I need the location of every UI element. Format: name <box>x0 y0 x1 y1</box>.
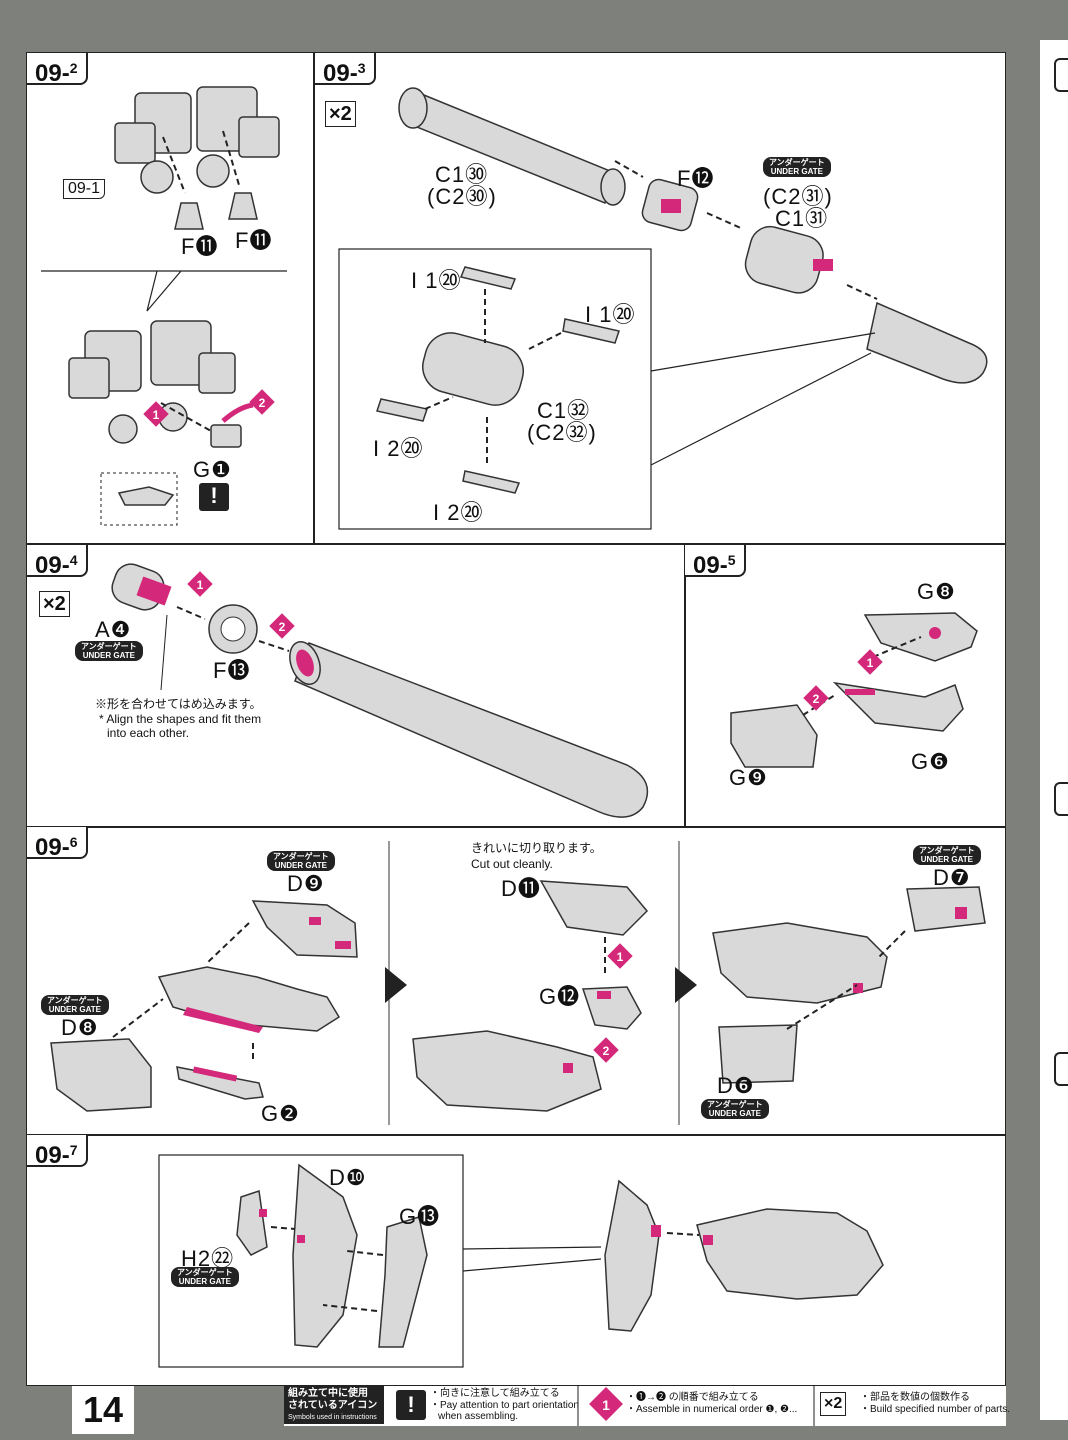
step-09-6-illustration: 1 2 <box>50 841 986 1125</box>
step-number: 09-2 <box>27 53 88 87</box>
part-label: G⓬ <box>539 984 581 1009</box>
step-09-5-panel: 09-5 1 2 G❽ G❻ G❾ <box>684 544 1006 828</box>
part-label: D❾ <box>287 871 325 896</box>
step-number: 09-5 <box>685 545 746 579</box>
part-label: H2㉒ <box>181 1246 235 1271</box>
multiply-icon: ×2 <box>325 101 356 127</box>
part-label: D⓫ <box>501 876 541 901</box>
note-en: into each other. <box>107 726 190 740</box>
svg-text:1: 1 <box>602 1397 610 1413</box>
step-09-3-illustration <box>338 87 988 530</box>
next-stage-arrow <box>675 967 697 1003</box>
part-label: D❽ <box>61 1015 99 1040</box>
part-label: C1㉚ <box>435 162 489 187</box>
step-number: 09-6 <box>27 827 88 861</box>
part-label: (C2㉚) <box>427 184 497 209</box>
part-label: F⓫ <box>181 234 219 259</box>
instruction-sheet <box>26 52 1006 1386</box>
step-09-6-panel: 09-6 1 <box>26 826 1006 1136</box>
caution-icon: ! <box>396 1390 426 1420</box>
part-label: G⓭ <box>399 1204 441 1229</box>
step-09-7-illustration <box>158 1154 884 1368</box>
legend-order-jp: ・❶→❷ の順番で組み立てる <box>626 1392 759 1403</box>
step-number: 09-7 <box>27 1135 88 1169</box>
legend-orient-en: ・Pay attention to part orientation <box>430 1400 579 1411</box>
part-label: D❻ <box>717 1073 755 1098</box>
part-label: G❶ <box>193 457 232 482</box>
part-label: F⓭ <box>213 658 251 683</box>
legend-mult-en: ・Build specified number of parts. <box>860 1404 1011 1415</box>
part-label: G❽ <box>917 579 956 604</box>
part-label: G❻ <box>911 749 950 774</box>
order-mark-1: 1 <box>867 656 874 670</box>
caution-icon: ! <box>199 483 229 511</box>
adjacent-page-strip <box>1040 40 1068 1420</box>
adjacent-step-tab <box>1054 782 1068 816</box>
part-label: (C2㉜) <box>527 420 597 445</box>
part-label: G❷ <box>261 1101 300 1126</box>
part-label: G❾ <box>729 765 768 790</box>
part-label: I 1⑳ <box>585 302 636 327</box>
part-label: (C2㉛) <box>763 184 833 209</box>
multiply-icon: ×2 <box>820 1392 847 1416</box>
step-09-2-illustration: 1 2 <box>41 86 287 526</box>
part-label: I 2⑳ <box>373 436 424 461</box>
part-label: F⓬ <box>677 166 715 191</box>
order-mark-2: 2 <box>279 620 286 634</box>
part-label: I 1⑳ <box>411 268 462 293</box>
step-number: 09-3 <box>315 53 376 87</box>
part-label: D❼ <box>933 865 971 890</box>
legend-mult-jp: ・部品を数値の個数作る <box>860 1392 970 1403</box>
step-09-5-illustration: 1 2 <box>730 612 978 768</box>
ref-step-label: 09-1 <box>63 179 106 199</box>
order-mark-1: 1 <box>153 408 160 422</box>
legend-orient-jp: ・向きに注意して組み立てる <box>430 1388 560 1399</box>
part-label: C1㉛ <box>775 206 829 231</box>
next-stage-arrow <box>385 967 407 1003</box>
order-mark-2: 2 <box>259 396 266 410</box>
note-en: * Align the shapes and fit them <box>99 712 262 726</box>
note-jp: ※形を合わせてはめ込みます。 <box>95 697 262 711</box>
order-icon: 1 <box>577 1386 815 1426</box>
legend-title: 組み立て中に使用 されているアイコン Symbols used in instr… <box>284 1386 384 1424</box>
cut-note-jp: きれいに切り取ります。 <box>471 841 602 855</box>
order-mark-2: 2 <box>603 1044 610 1058</box>
adjacent-step-tab <box>1054 1052 1068 1086</box>
order-mark-1: 1 <box>617 950 624 964</box>
legend-order-en: ・Assemble in numerical order ❶, ❷... <box>626 1404 798 1415</box>
part-label: F⓫ <box>235 228 273 253</box>
step-09-4-illustration: 1 2 <box>111 563 649 818</box>
order-mark-1: 1 <box>197 578 204 592</box>
order-mark-2: 2 <box>813 692 820 706</box>
multiply-icon: ×2 <box>39 591 70 617</box>
cut-note-en: Cut out cleanly. <box>471 857 553 871</box>
legend-orient-en: when assembling. <box>438 1411 519 1422</box>
page-number: 14 <box>72 1386 134 1434</box>
part-label: I 2⑳ <box>433 500 484 525</box>
part-label: D❿ <box>329 1165 367 1190</box>
icon-legend: 組み立て中に使用 されているアイコン Symbols used in instr… <box>284 1386 1010 1426</box>
step-number: 09-4 <box>27 545 88 579</box>
part-label: A❹ <box>95 617 132 642</box>
part-label: C1㉜ <box>537 398 591 423</box>
step-09-2-panel: 09-2 1 2 09-1 F⓫ F⓫ G❶ ! <box>26 52 314 544</box>
adjacent-step-tab <box>1054 58 1068 92</box>
